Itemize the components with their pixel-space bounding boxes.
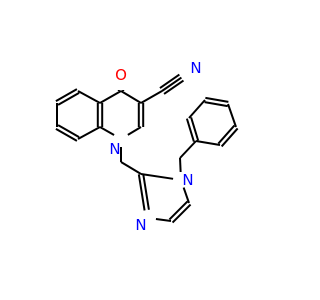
bond-P2-P3-line2 [220,127,239,148]
atom-imidazole-n1-label: N [182,171,193,189]
bond-Cn-Nn-line3 [163,79,185,95]
bond-C4-C4a [99,90,122,104]
bond-layer [55,73,239,224]
bond-P6-P1-line1 [190,117,200,141]
bond-CH2b-P1 [179,140,197,159]
bond-P6-P1-line2 [185,118,195,142]
bond-CH2a-C2i [120,161,142,175]
atom-o1-label: O [115,66,127,84]
bond-C5i-C4i-line2 [168,200,189,221]
bond-N3i-C2i-line2 [142,173,150,210]
bond-N1i-CH2b [179,157,182,173]
atom-quinoline-n1-label: N [109,140,120,158]
bond-Cn-Nn-line2 [161,76,182,92]
bond-C4a-C5 [77,90,101,104]
bond-P2-P3-line1 [217,124,236,145]
bond-C3-C4 [120,90,142,104]
bond-Cn-Nn-line1 [159,73,180,89]
atom-nitrile-n-label: N [190,59,201,77]
bond-P4-P5-line1 [204,101,228,108]
bond-N1i-C5i [182,187,190,204]
bond-N1-C2 [127,126,142,136]
bond-C3-Cn [140,90,163,104]
bond-P3-P4 [227,103,237,128]
bond-C8a-N1 [99,126,115,136]
bond-C4i-N3i [155,218,172,222]
bond-C7-C8-line2 [55,128,78,142]
bond-P4-P5-line2 [205,96,229,103]
bond-C2i-N1i [140,173,174,180]
bond-C7-C8-line1 [57,124,80,138]
bond-C8-C8a [77,126,101,140]
bond-C5-C6-line1 [57,92,80,106]
bond-P5-P6 [188,99,206,119]
bond-C5i-C4i-line1 [171,203,192,224]
background [0,0,300,300]
structure-canvas: O N N N N [0,0,300,300]
atom-imidazole-n3-label: N [135,216,146,234]
bond-P1-P2 [195,140,221,146]
chemical-structure: O N N N N [0,0,300,300]
bond-C5-C6-line2 [55,88,78,102]
bond-N3i-C2i-line1 [137,174,146,211]
